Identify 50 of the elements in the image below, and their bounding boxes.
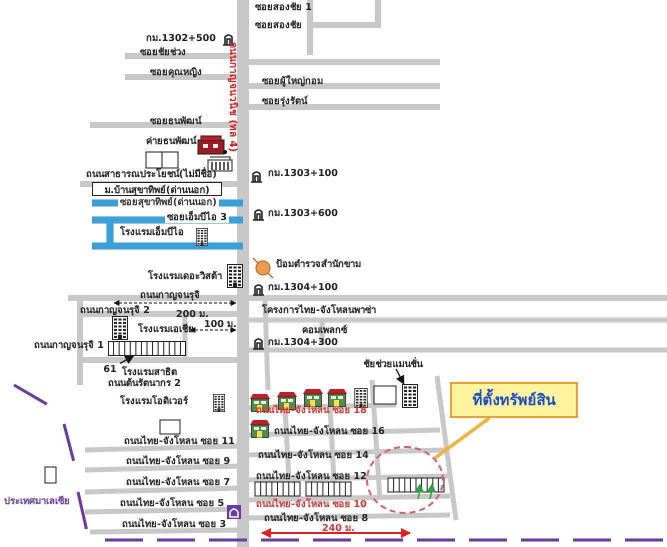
leader-line xyxy=(120,355,134,364)
map-label: โรงแรมโอดิเวอร์ xyxy=(120,397,188,408)
map-label: ถนนไทย-จังโหลน ซอย 11 xyxy=(124,437,235,448)
row-building-drawing xyxy=(108,341,186,356)
map-label: ซอยรุ่งรัตน์ xyxy=(262,97,307,108)
map-label: ซอยสุขาทิพย์(ด่านนอก) xyxy=(118,198,219,208)
map-label: 240 ม. xyxy=(322,524,355,534)
map-label: ถนนไทย-จังโหลน ซอย 16 xyxy=(274,427,385,438)
map-label: ถนนไทย-จังโหลน ซอย 9 xyxy=(126,457,230,468)
village-sign: ม.บ้านสุขาทิพย์(ด่านนอก) xyxy=(92,182,222,196)
map-label: ถนนไทย-จังโหลน ซอย 3 xyxy=(122,520,226,530)
map-label: กม.1304+100 xyxy=(268,283,338,294)
map-label: โรงแรมเอ็มบีไอ xyxy=(120,228,184,238)
map-label: กม.1303+100 xyxy=(268,169,338,180)
map-label: โรงแรมเอเชีย xyxy=(138,325,194,336)
map-label: ชัยช่วยแมนชั่น xyxy=(358,357,428,369)
road-name: ถนนกาญจนวนิช (ทล 4) xyxy=(227,42,238,152)
callout-box: ที่ตั้งทรัพย์สิน xyxy=(450,382,578,418)
map-label: กม.1303+600 xyxy=(268,209,338,220)
map-label: ซอยธนพัฒน์ xyxy=(150,117,201,128)
leader-line xyxy=(396,368,404,385)
map-label: ถนนไทย-จังโหลน ซอย 18 xyxy=(256,406,367,416)
map-label: โครงการไทย-จังโหลนพาซ่า xyxy=(262,306,376,316)
map-label: ประเทศมาเลเซีย xyxy=(4,497,70,508)
map-label: ค่ายธนพัฒน์ xyxy=(146,137,196,148)
map-label: ถนนไทย-จังโหลน ซอย 5 xyxy=(120,499,224,510)
map-label: ถนนไทย-จังโหลน ซอย 7 xyxy=(126,478,230,488)
map-label: ถนนไทย-จังโหลน ซอย 10 xyxy=(256,500,367,510)
map-label: 200 ม. xyxy=(176,310,209,320)
map-label: กม.1304+300 xyxy=(268,338,338,348)
map-label: ถนนไทย-จังโหลน ซอย 14 xyxy=(258,451,369,462)
map-label: กม.1302+500 xyxy=(146,34,216,44)
building-icon xyxy=(402,384,418,408)
map-label: ซอยคุณหญิง xyxy=(150,68,202,78)
map-label: โรงแรมสาธิต xyxy=(122,368,177,378)
map-label: ถนนต้นรัตนากร 2 xyxy=(108,379,181,390)
map-label: ซอยชัยช่วง xyxy=(140,48,186,58)
map-label: ซอยเอ็มบีไอ 3 xyxy=(165,213,229,224)
map-label: ถนนไทย-จังโหลน ซอย 12 xyxy=(256,472,367,482)
map-label: คอมเพลกซ์ xyxy=(302,326,347,336)
map-label: ถนนไทย-จังโหลน ซอย 8 xyxy=(264,514,368,524)
map-label: ซอยสองชัย xyxy=(255,21,302,32)
map-label: ถนนกาญจนรุจิ 2 xyxy=(80,306,150,316)
map-label: ซอยสองชัย 1 xyxy=(255,3,312,14)
map-label: ซอยผู้ใหญ่กอม xyxy=(262,77,323,88)
map-label: โรงแรมเดอะวิสต้า xyxy=(148,272,222,282)
map-label: 100 ม. xyxy=(204,320,237,330)
map-label: 61 xyxy=(100,363,120,375)
map-label: ถนนกาญจนรุจิ xyxy=(140,291,200,302)
map-label: ป้อมตำรวจสำนักขาม xyxy=(276,260,361,270)
